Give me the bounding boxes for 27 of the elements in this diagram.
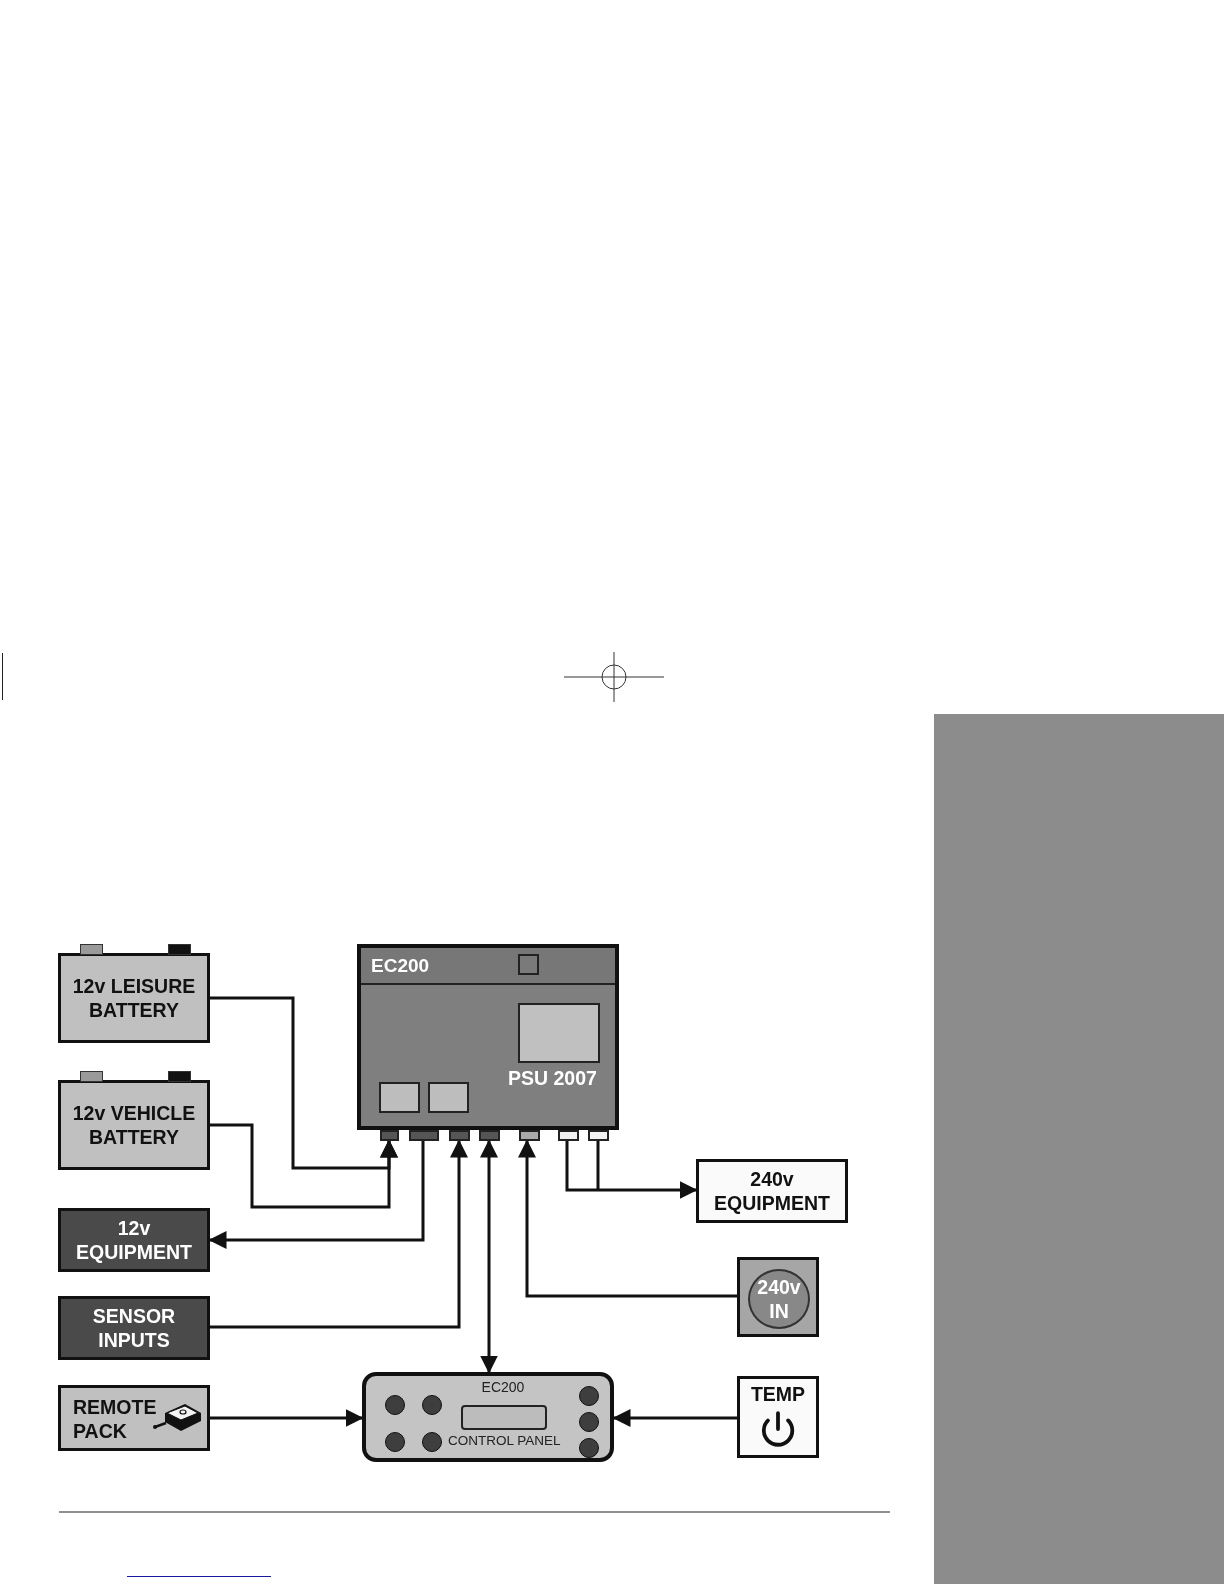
connector-arrow [612, 1409, 737, 1427]
equipment-box [696, 1159, 848, 1223]
node-label: TEMP [749, 1383, 807, 1406]
node-label: 12v VEHICLE BATTERY [71, 1101, 197, 1149]
node-label: 240v IN [756, 1275, 802, 1323]
connector-arrow [210, 1123, 398, 1209]
equipment-box [58, 1208, 210, 1272]
node-label: REMOTE PACK [73, 1395, 158, 1443]
connector-arrow [565, 1139, 698, 1199]
connector-arrow [210, 1139, 468, 1329]
control-panel [362, 1372, 614, 1462]
input-box [58, 1296, 210, 1360]
node-label: EC200 [480, 1379, 526, 1395]
mains-socket-box [737, 1257, 819, 1337]
temperature-box [737, 1376, 819, 1458]
connector-arrow [208, 1141, 425, 1249]
connector-arrow [210, 1409, 364, 1427]
node-label: PSU 2007 [508, 1067, 597, 1090]
connector-arrow [480, 1139, 498, 1374]
node-label: 12v LEISURE BATTERY [71, 974, 197, 1022]
node-label: CONTROL PANEL [448, 1433, 561, 1448]
node-label: 240v EQUIPMENT [713, 1167, 831, 1215]
node-label: SENSOR INPUTS [91, 1304, 177, 1352]
remote-box [58, 1385, 210, 1451]
node-label: EC200 [371, 955, 430, 977]
node-label: 12v EQUIPMENT [75, 1216, 193, 1264]
connector-arrow [518, 1139, 737, 1298]
